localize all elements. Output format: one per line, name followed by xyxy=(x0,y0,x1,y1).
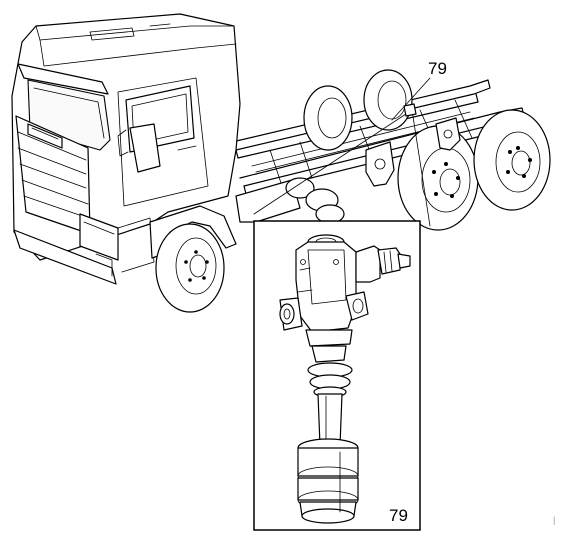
truck-cab xyxy=(11,13,241,285)
valve-component xyxy=(279,234,411,524)
rear-wheels-far xyxy=(303,69,413,151)
callout-leaders xyxy=(253,77,431,227)
rear-wheels-near xyxy=(397,109,551,231)
front-wheel xyxy=(155,223,225,313)
overview-callout-label: 79 xyxy=(428,59,447,78)
detail-callout-label: 79 xyxy=(389,506,408,525)
corner-mark: | xyxy=(553,515,555,525)
truck-illustration: 79 xyxy=(11,13,551,313)
rear-suspension xyxy=(365,117,461,187)
detail-inset: 79 xyxy=(253,220,421,531)
air-tanks xyxy=(235,177,345,224)
